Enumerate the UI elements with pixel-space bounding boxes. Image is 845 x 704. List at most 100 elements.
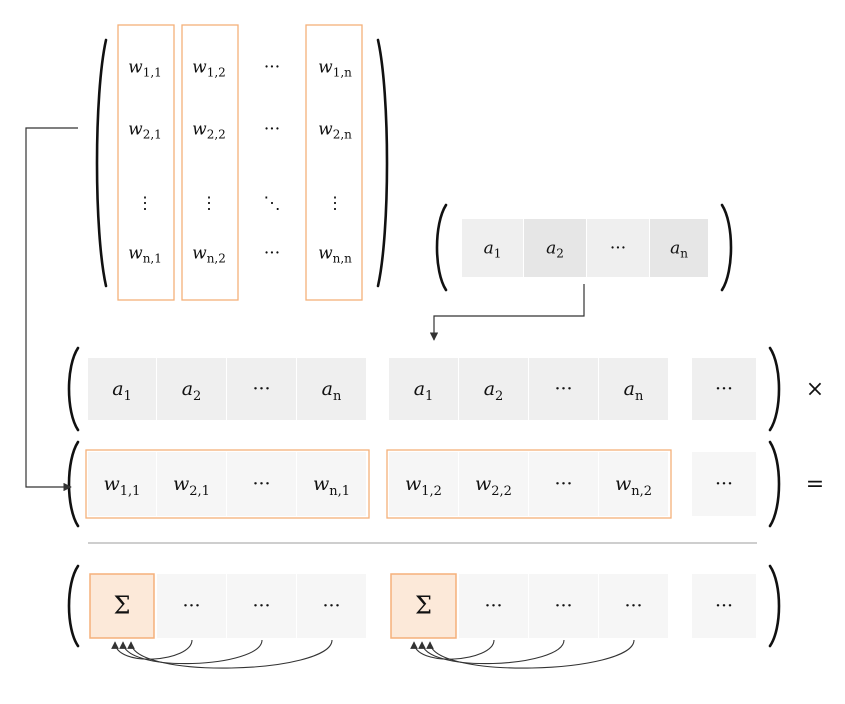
weight-matrix-cell: ···	[264, 119, 280, 139]
flattened-weight-tail-label: ···	[715, 473, 733, 495]
repeated-input-label: an	[322, 378, 342, 404]
vector-to-input-row-arrow	[429, 284, 585, 341]
repeated-input-label: a1	[112, 378, 132, 404]
input-vector-right-paren	[720, 203, 733, 292]
accumulation-arrow	[119, 639, 263, 665]
symbol-base: w	[128, 119, 143, 139]
repeated-input-right-paren	[768, 346, 781, 432]
weight-matrix-cell: w2,n	[318, 119, 352, 141]
repeated-input-label: a2	[182, 378, 202, 404]
flattened-weight-label: ···	[554, 473, 572, 495]
flattened-weight-label: ···	[252, 473, 270, 495]
weight-matrix-cell: ⋮	[327, 193, 344, 213]
input-vector-label: a1	[484, 238, 502, 260]
accumulation-arrow	[127, 639, 333, 669]
symbol-subscript: 2,1	[143, 127, 162, 141]
partial-product-cell	[297, 574, 366, 638]
input-vector-cell	[587, 219, 649, 277]
weight-matrix-cell: w2,1	[128, 119, 162, 141]
symbol-base: a	[484, 378, 495, 400]
flattened-weight-label: w1,2	[405, 473, 442, 499]
symbol-base: w	[192, 243, 207, 263]
weight-matrix-cell: ···	[264, 57, 280, 77]
input-vector-label: a2	[546, 238, 564, 260]
symbol-subscript: n,1	[329, 484, 350, 499]
flattened-weight-cell	[459, 452, 528, 516]
symbol-subscript: n,2	[631, 484, 652, 499]
repeated-input-label: an	[624, 378, 644, 404]
flattened-weight-cell	[88, 452, 156, 516]
symbol-subscript: n,1	[143, 251, 162, 265]
weight-matrix-left-paren	[95, 38, 108, 288]
symbol-subscript: 1,1	[143, 65, 162, 79]
input-vector-left-paren	[435, 203, 448, 292]
symbol-base: w	[615, 473, 631, 495]
flattened-weight-cell	[599, 452, 668, 516]
weight-column-group-highlight	[85, 449, 370, 519]
matrix-to-weight-row-arrow	[25, 127, 78, 492]
symbol-subscript: n,2	[207, 251, 226, 265]
symbol-base: w	[192, 119, 207, 139]
partial-product-label: ···	[624, 595, 642, 617]
input-vector-cell	[524, 219, 586, 277]
symbol-subscript: n,n	[333, 251, 353, 265]
weight-column-highlight	[305, 24, 363, 301]
weight-matrix-cell: w1,n	[318, 57, 352, 79]
flattened-weight-right-paren	[768, 440, 781, 528]
input-vector-label: an	[670, 238, 688, 260]
symbol-subscript: 2,2	[491, 484, 512, 499]
sum-right-paren	[768, 564, 781, 648]
accumulation-arrow	[418, 639, 565, 665]
equals-operator: =	[806, 472, 824, 497]
sum-tail-cell	[692, 574, 756, 638]
symbol-base: w	[405, 473, 421, 495]
repeated-input-cell	[157, 358, 226, 420]
accumulation-arrow	[426, 639, 635, 669]
flattened-weight-cell	[297, 452, 366, 516]
symbol-subscript: 1,1	[120, 484, 141, 499]
flattened-weight-cell	[157, 452, 226, 516]
symbol-subscript: n	[635, 389, 644, 404]
sum-tail-label: ···	[715, 595, 733, 617]
input-vector-label: ···	[610, 238, 626, 258]
repeated-input-cell	[459, 358, 528, 420]
symbol-subscript: 2	[495, 389, 503, 404]
flattened-weight-cell	[227, 452, 296, 516]
weight-column-group-highlight	[386, 449, 672, 519]
repeated-input-cell	[297, 358, 366, 420]
symbol-subscript: 2	[193, 389, 201, 404]
weight-matrix-right-paren	[376, 38, 389, 288]
flattened-weight-left-paren	[67, 440, 80, 528]
symbol-base: a	[112, 378, 123, 400]
symbol-subscript: 2,n	[333, 127, 352, 141]
accumulation-arrow	[111, 639, 193, 660]
partial-product-cell	[227, 574, 296, 638]
weight-column-highlight	[117, 24, 175, 301]
weight-matrix-cell: wn,n	[318, 243, 352, 265]
repeated-input-cell	[529, 358, 598, 420]
symbol-subscript: 2	[556, 246, 564, 260]
weight-column-highlight	[181, 24, 239, 301]
input-vector-cell	[462, 219, 523, 277]
partial-product-cell	[599, 574, 668, 638]
repeated-input-cell	[389, 358, 458, 420]
symbol-base: w	[475, 473, 491, 495]
repeated-input-label: ···	[554, 378, 572, 400]
partial-product-label: ···	[484, 595, 502, 617]
symbol-subscript: 1,2	[207, 65, 226, 79]
flattened-weight-label: w2,2	[475, 473, 512, 499]
accumulation-arrow	[410, 639, 495, 660]
symbol-base: w	[173, 473, 189, 495]
weight-matrix-cell: ⋱	[264, 193, 281, 213]
repeated-input-tail-cell	[692, 358, 756, 420]
repeated-input-label: ···	[252, 378, 270, 400]
symbol-base: a	[414, 378, 425, 400]
flattened-weight-tail-cell	[692, 452, 756, 516]
sum-symbol: Σ	[415, 592, 432, 620]
flattened-weight-cell	[389, 452, 458, 516]
sum-left-paren	[67, 564, 80, 648]
weight-matrix-cell: ⋮	[201, 193, 218, 213]
partial-product-cell	[459, 574, 528, 638]
